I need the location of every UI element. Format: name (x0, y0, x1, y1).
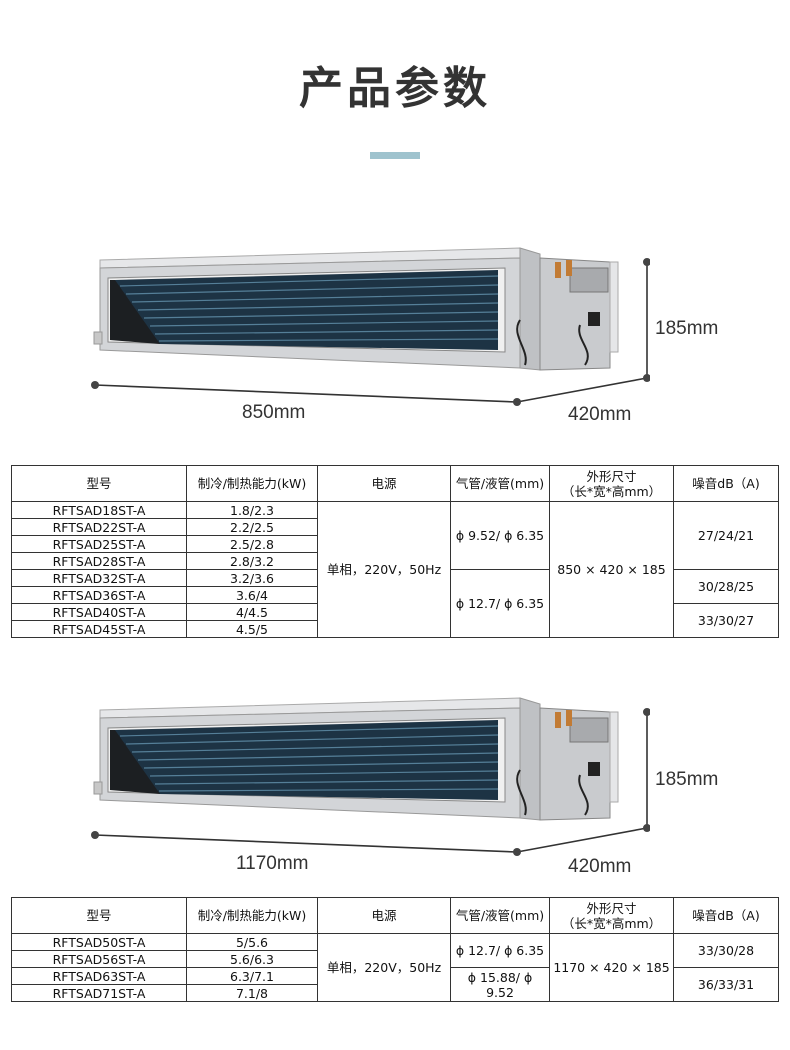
spec-table-1: 型号 制冷/制热能力(kW) 电源 气管/液管(mm) 外形尺寸（长*宽*高mm… (11, 465, 779, 638)
size-cell: 1170 × 420 × 185 (549, 933, 674, 1002)
header-model: 型号 (11, 465, 187, 502)
unit2-depth-label: 420mm (568, 856, 632, 877)
capacity-cell: 5.6/6.3 (186, 950, 318, 968)
noise-cell: 27/24/21 (673, 501, 779, 570)
unit1-height-label: 185mm (655, 318, 719, 339)
noise-cell: 33/30/27 (673, 603, 779, 638)
pipe-cell: ϕ 15.88/ ϕ 9.52 (450, 967, 550, 1002)
unit-image-2 (91, 697, 650, 856)
model-cell: RFTSAD22ST-A (11, 518, 187, 536)
header-noise: 噪音dB（A) (673, 465, 779, 502)
capacity-cell: 2.2/2.5 (186, 518, 318, 536)
power-cell: 单相，220V，50Hz (317, 501, 451, 638)
model-cell: RFTSAD18ST-A (11, 501, 187, 519)
table-row: RFTSAD18ST-A 1.8/2.3 单相，220V，50Hz ϕ 9.52… (11, 501, 779, 638)
pipe-cell: ϕ 12.7/ ϕ 6.35 (450, 569, 550, 638)
capacity-cell: 1.8/2.3 (186, 501, 318, 519)
unit2-width-label: 1170mm (236, 853, 309, 874)
capacity-cell: 7.1/8 (186, 984, 318, 1002)
table-row: RFTSAD50ST-A 5/5.6 单相，220V，50Hz ϕ 12.7/ … (11, 933, 779, 1002)
capacity-cell: 3.2/3.6 (186, 569, 318, 587)
pipe-cell: ϕ 12.7/ ϕ 6.35 (450, 933, 550, 968)
table-row: RFTSAD32ST-A 3.2/3.6 ϕ 12.7/ ϕ 6.35 30/2… (11, 569, 779, 638)
capacity-cell: 2.5/2.8 (186, 535, 318, 553)
table-row: RFTSAD40ST-A 4/4.5 33/30/27 (11, 603, 779, 638)
noise-cell: 33/30/28 (673, 933, 779, 968)
capacity-cell: 5/5.6 (186, 933, 318, 951)
table-row: RFTSAD56ST-A 5.6/6.3 (11, 950, 779, 968)
unit-image-1 (91, 247, 650, 406)
page-title: 产品参数 (299, 63, 491, 114)
header-noise: 噪音dB（A) (673, 897, 779, 934)
model-cell: RFTSAD25ST-A (11, 535, 187, 553)
model-cell: RFTSAD40ST-A (11, 603, 187, 621)
table-header-row: 型号 制冷/制热能力(kW) 电源 气管/液管(mm) 外形尺寸（长*宽*高mm… (11, 465, 779, 502)
title-underline (370, 152, 420, 159)
header-pipe: 气管/液管(mm) (450, 465, 550, 502)
model-cell: RFTSAD50ST-A (11, 933, 187, 951)
pipe-cell: ϕ 9.52/ ϕ 6.35 (450, 501, 550, 570)
noise-cell: 30/28/25 (673, 569, 779, 604)
unit1-depth-label: 420mm (568, 404, 632, 425)
unit2-height-label: 185mm (655, 769, 719, 790)
spec-table-2: 型号 制冷/制热能力(kW) 电源 气管/液管(mm) 外形尺寸（长*宽*高mm… (11, 897, 779, 1002)
capacity-cell: 2.8/3.2 (186, 552, 318, 570)
header-pipe: 气管/液管(mm) (450, 897, 550, 934)
capacity-cell: 4.5/5 (186, 620, 318, 638)
table-row: RFTSAD45ST-A 4.5/5 (11, 620, 779, 638)
noise-cell: 36/33/31 (673, 967, 779, 1002)
power-cell: 单相，220V，50Hz (317, 933, 451, 1002)
unit1-width-label: 850mm (242, 402, 306, 423)
model-cell: RFTSAD71ST-A (11, 984, 187, 1002)
table-row: RFTSAD36ST-A 3.6/4 (11, 586, 779, 604)
capacity-cell: 4/4.5 (186, 603, 318, 621)
capacity-cell: 6.3/7.1 (186, 967, 318, 985)
table-row: RFTSAD25ST-A 2.5/2.8 (11, 535, 779, 553)
header-model: 型号 (11, 897, 187, 934)
model-cell: RFTSAD45ST-A (11, 620, 187, 638)
header-size: 外形尺寸（长*宽*高mm） (549, 465, 674, 502)
header-power: 电源 (317, 897, 451, 934)
table-header-row: 型号 制冷/制热能力(kW) 电源 气管/液管(mm) 外形尺寸（长*宽*高mm… (11, 897, 779, 934)
model-cell: RFTSAD28ST-A (11, 552, 187, 570)
size-cell: 850 × 420 × 185 (549, 501, 674, 638)
model-cell: RFTSAD56ST-A (11, 950, 187, 968)
header-power: 电源 (317, 465, 451, 502)
model-cell: RFTSAD63ST-A (11, 967, 187, 985)
table-row: RFTSAD63ST-A 6.3/7.1 ϕ 15.88/ ϕ 9.52 36/… (11, 967, 779, 1002)
model-cell: RFTSAD36ST-A (11, 586, 187, 604)
header-size: 外形尺寸（长*宽*高mm） (549, 897, 674, 934)
model-cell: RFTSAD32ST-A (11, 569, 187, 587)
table-row: RFTSAD71ST-A 7.1/8 (11, 984, 779, 1002)
header-capacity: 制冷/制热能力(kW) (186, 897, 318, 934)
capacity-cell: 3.6/4 (186, 586, 318, 604)
header-capacity: 制冷/制热能力(kW) (186, 465, 318, 502)
